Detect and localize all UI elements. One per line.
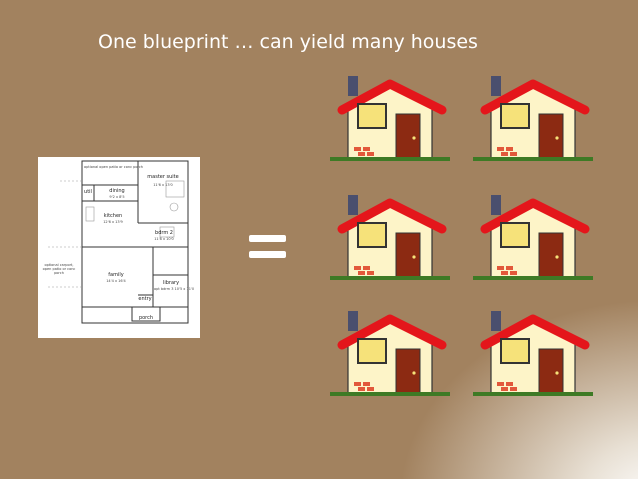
equals-bar-bottom — [249, 251, 286, 258]
brick — [510, 387, 517, 391]
room-label-porch: porch — [138, 315, 154, 321]
equals-bar-top — [249, 235, 286, 242]
chimney — [348, 195, 358, 215]
room-dims-dining: 9'2 x 8'5 — [109, 195, 125, 199]
slide-title: One blueprint … can yield many houses — [98, 31, 478, 53]
door-knob — [412, 371, 416, 375]
door-knob — [555, 255, 559, 259]
house-window — [500, 222, 530, 248]
brick — [354, 382, 361, 386]
brick — [363, 382, 370, 386]
floor-plan-drawing — [48, 160, 189, 324]
room-label-family: family — [108, 272, 124, 278]
room-label-carport: optional carport, open patio or conc por… — [42, 263, 76, 275]
room-dims-family: 14'4 x 16'4 — [106, 279, 126, 283]
brick — [506, 147, 513, 151]
house-roof — [480, 198, 590, 234]
room-label-kitchen: kitchen — [103, 213, 123, 219]
brick — [501, 271, 508, 275]
ground — [330, 276, 450, 280]
house-icon — [473, 193, 593, 283]
room-dims-master-suite: 11'6 x 13'0 — [153, 183, 173, 187]
brick — [367, 152, 374, 156]
house-icon — [473, 74, 593, 164]
brick — [497, 147, 504, 151]
chimney — [491, 195, 501, 215]
brick — [363, 266, 370, 270]
house-roof — [337, 198, 447, 234]
brick — [501, 387, 508, 391]
brick — [367, 271, 374, 275]
brick — [506, 266, 513, 270]
house-icon — [330, 193, 450, 283]
house-roof — [337, 79, 447, 115]
house-door — [395, 113, 421, 159]
equals-sign — [249, 235, 286, 259]
chimney — [348, 76, 358, 96]
house-icon — [473, 309, 593, 399]
chimney — [491, 311, 501, 331]
room-dims-bdrm-2: 11'8 x 10'0 — [154, 237, 174, 241]
house-roof — [480, 314, 590, 350]
room-label-entry: entry — [138, 296, 152, 302]
brick — [358, 387, 365, 391]
house-door — [538, 113, 564, 159]
brick — [354, 266, 361, 270]
house-door — [538, 348, 564, 394]
house-roof — [337, 314, 447, 350]
door-knob — [555, 136, 559, 140]
house-roof — [480, 79, 590, 115]
ground — [473, 392, 593, 396]
brick — [506, 382, 513, 386]
house-window — [357, 222, 387, 248]
house-door — [395, 348, 421, 394]
ground — [473, 276, 593, 280]
room-label-master-suite: master suite — [147, 174, 179, 180]
brick — [497, 266, 504, 270]
house-window — [500, 338, 530, 364]
room-label-dining: dining — [109, 188, 125, 194]
house-window — [357, 103, 387, 129]
brick — [367, 387, 374, 391]
door-knob — [412, 136, 416, 140]
brick — [363, 147, 370, 151]
brick — [501, 152, 508, 156]
house-door — [395, 232, 421, 278]
chimney — [348, 311, 358, 331]
house-icon — [330, 74, 450, 164]
room-label-library: library — [162, 280, 180, 286]
door-knob — [412, 255, 416, 259]
brick — [510, 152, 517, 156]
room-label-util: util — [84, 189, 92, 195]
ground — [330, 392, 450, 396]
chimney — [491, 76, 501, 96]
room-label-bdrm-2: bdrm 2 — [155, 230, 173, 236]
door-knob — [555, 371, 559, 375]
brick — [497, 382, 504, 386]
house-window — [357, 338, 387, 364]
room-dims-kitchen: 12'6 x 13'9 — [103, 220, 123, 224]
ground — [330, 157, 450, 161]
room-dims-library: opt bdrm 3 10'5 x 11'0 — [154, 287, 195, 291]
brick — [354, 147, 361, 151]
house-door — [538, 232, 564, 278]
brick — [358, 271, 365, 275]
floor-plan-image: optional open patio or conc porch master… — [38, 157, 200, 338]
brick — [510, 271, 517, 275]
brick — [358, 152, 365, 156]
room-label-patio-top: optional open patio or conc porch — [84, 165, 143, 169]
house-window — [500, 103, 530, 129]
house-icon — [330, 309, 450, 399]
ground — [473, 157, 593, 161]
